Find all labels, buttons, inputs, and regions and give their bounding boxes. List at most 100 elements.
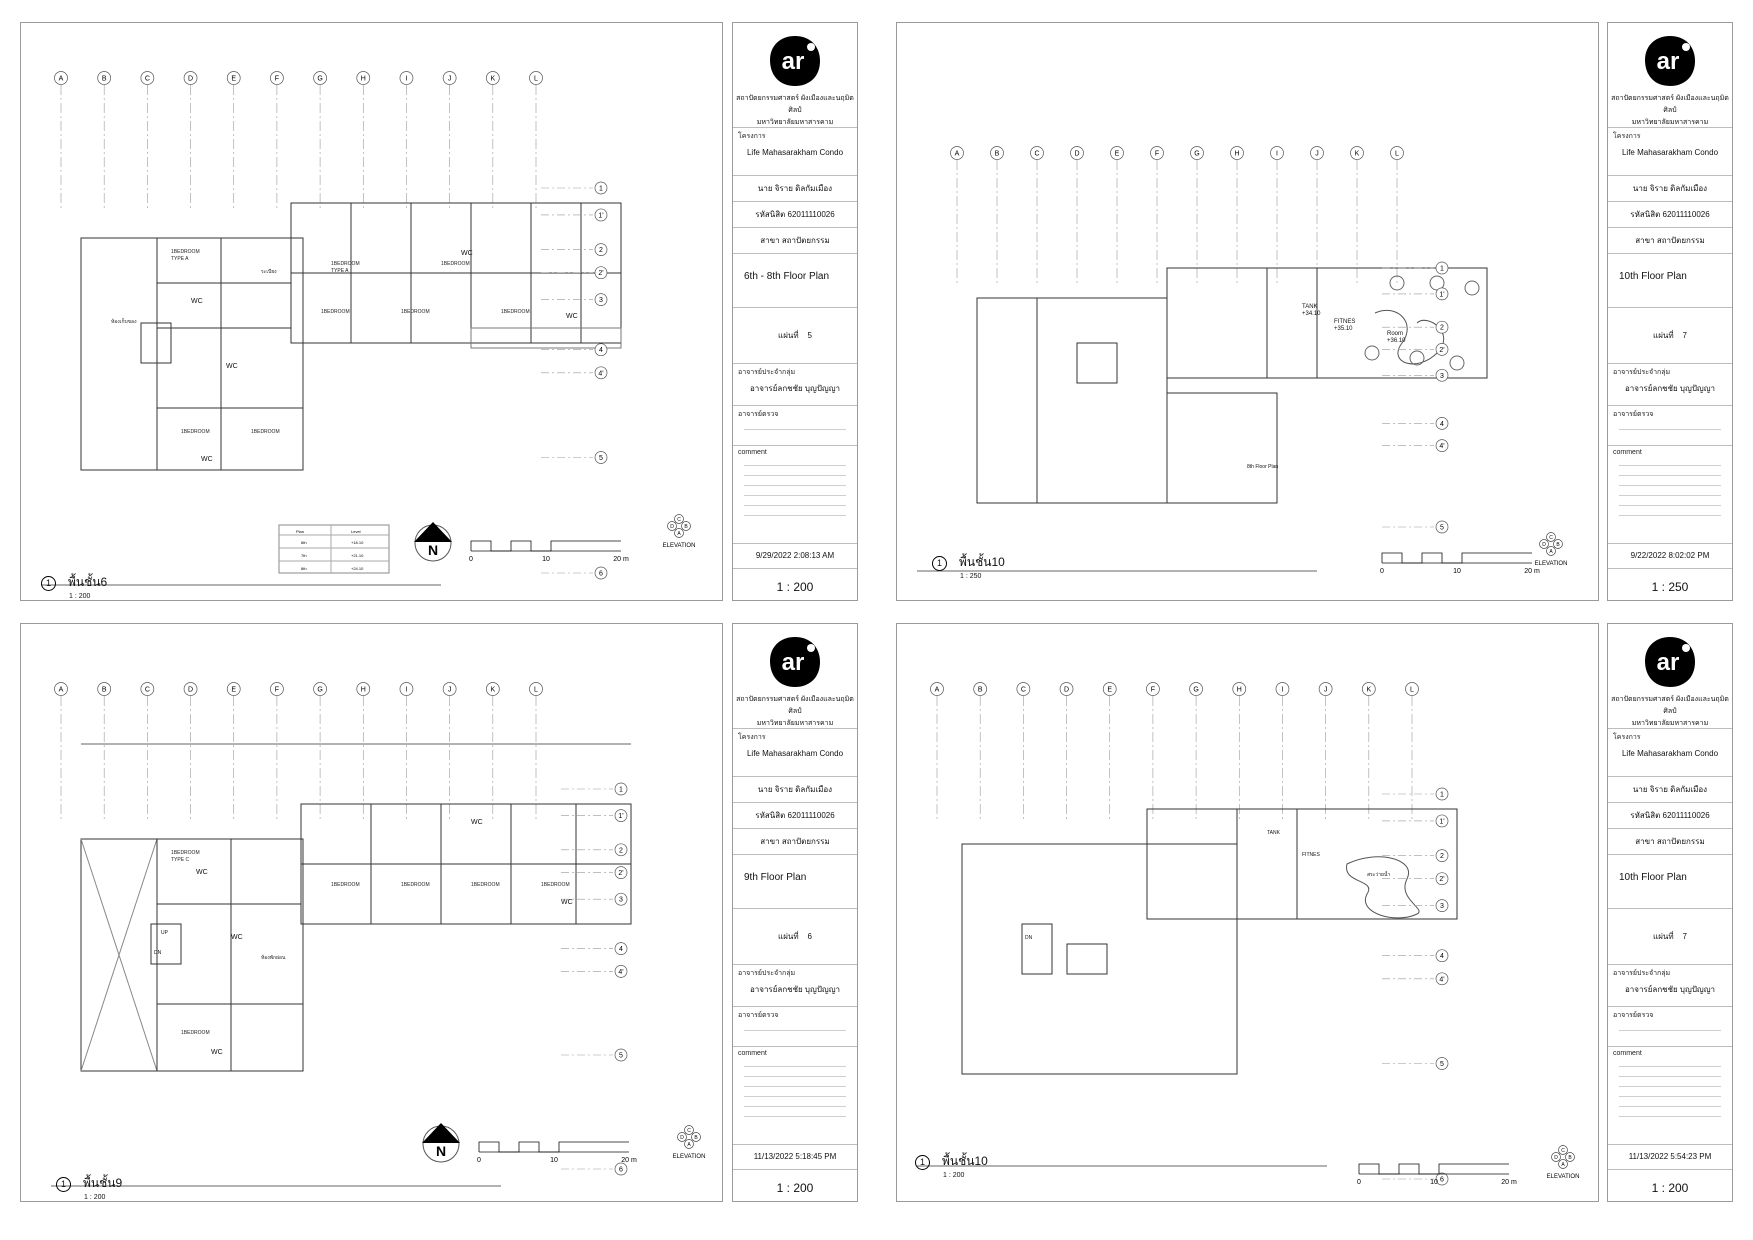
grid-rows: 11'22'344'56 <box>561 782 628 1176</box>
drawing-name: 6th - 8th Floor Plan <box>744 271 830 282</box>
grid-bubble <box>485 71 500 85</box>
grid-bubble <box>399 682 414 696</box>
grid-bubble <box>356 71 371 85</box>
svg-text:20 m: 20 m <box>621 1157 637 1164</box>
project-name: Life Mahasarakham Condo <box>1621 148 1719 157</box>
grid-label: J <box>1315 151 1319 158</box>
grid-label: 4' <box>618 969 623 976</box>
ar-logo-icon: ar <box>770 637 820 687</box>
grid-label: L <box>1395 151 1399 158</box>
grid-bubble <box>1435 287 1449 301</box>
svg-text:C: C <box>687 1128 691 1134</box>
grid-bubble <box>1190 146 1204 160</box>
plan-scale: 1 : 200 <box>69 593 91 600</box>
room-label: ห้องพักผ่อน <box>261 954 286 961</box>
elevation-marker-icon: C D B A ELEVATION <box>1547 1145 1580 1180</box>
grid-bubble <box>614 1162 628 1176</box>
wc-label: WC <box>561 899 573 906</box>
room-label: 1BEDROOM <box>471 882 500 888</box>
grid-bubble <box>1435 787 1449 801</box>
grid-label: K <box>490 687 495 694</box>
grid-bubble <box>313 682 327 696</box>
grid-bubble <box>1435 872 1449 886</box>
department: สาขา สถาปัตยกรรม <box>760 236 830 245</box>
grid-bubble <box>594 266 608 280</box>
room-label: TANK <box>1302 304 1318 310</box>
comment-label: comment <box>1613 449 1642 456</box>
wc-label: WC <box>566 313 578 320</box>
grid-label: 1' <box>1439 291 1444 298</box>
wc-label: WC <box>191 298 203 305</box>
grid-bubble <box>594 566 608 580</box>
institution-line2: มหาวิทยาลัยมหาสารคาม <box>756 119 834 126</box>
grid-bubble <box>313 71 327 85</box>
room-label: 1BEDROOM <box>331 261 360 267</box>
grid-bubble <box>950 146 964 160</box>
room-label: 1BEDROOM <box>251 429 280 435</box>
svg-text:10: 10 <box>542 556 550 563</box>
grid-bubble <box>1350 146 1364 160</box>
grid-label: E <box>1107 687 1112 694</box>
stair-label: UP <box>161 930 169 936</box>
sheet-number: 5 <box>807 331 812 340</box>
grid-label: 1 <box>1440 266 1444 273</box>
project-label: โครงการ <box>1613 133 1641 140</box>
grid-label: 5 <box>619 1053 623 1060</box>
wc-label: WC <box>471 819 483 826</box>
plan-title: พื้นชั้น10 <box>942 1154 988 1168</box>
svg-text:ar: ar <box>782 48 805 75</box>
level-table-cell: 6th <box>301 540 307 545</box>
svg-text:ar: ar <box>1657 48 1680 75</box>
room-label: FITNES <box>1334 319 1355 325</box>
north-arrow-icon: N <box>422 1123 460 1163</box>
wc-label: WC <box>461 250 473 257</box>
grid-label: 5 <box>1440 1061 1444 1068</box>
grid-label: G <box>1193 687 1198 694</box>
grid-rows: 11'22'344'56 <box>1382 261 1449 534</box>
plan-title: พื้นชั้น9 <box>83 1176 123 1190</box>
level-table-cell: 7th <box>301 553 307 558</box>
grid-label: I <box>1281 687 1283 694</box>
grid-rows: 11'22'344'56 <box>541 181 608 580</box>
timestamp: 9/29/2022 2:08:13 AM <box>755 551 835 560</box>
grid-bubble <box>594 293 608 306</box>
timestamp: 11/13/2022 5:18:45 PM <box>753 1152 837 1161</box>
svg-text:20 m: 20 m <box>613 556 629 563</box>
svg-text:10: 10 <box>1430 1179 1438 1186</box>
sheet-label: แผ่นที่ <box>778 331 799 340</box>
svg-text:ar: ar <box>1657 649 1680 676</box>
department: สาขา สถาปัตยกรรม <box>760 837 830 846</box>
sheet-scale: 1 : 200 <box>776 580 814 594</box>
svg-text:ELEVATION: ELEVATION <box>663 543 696 549</box>
grid-label: 2 <box>1440 853 1444 860</box>
grid-label: D <box>1074 151 1079 158</box>
room-label: 1BEDROOM <box>441 261 470 267</box>
grid-bubble <box>485 682 500 696</box>
grid-label: 1 <box>619 787 623 794</box>
grid-bubble <box>1390 146 1404 160</box>
svg-text:ELEVATION: ELEVATION <box>673 1154 706 1160</box>
grid-label: C <box>145 76 150 83</box>
grid-bubble <box>1435 972 1449 986</box>
svg-text:ELEVATION: ELEVATION <box>1547 1174 1580 1180</box>
grid-bubble <box>356 682 371 696</box>
grid-label: F <box>275 76 279 83</box>
grid-label: F <box>1155 151 1159 158</box>
grid-label: L <box>534 76 538 83</box>
scale-bar: 0 10 20 m <box>477 1141 637 1164</box>
comment-label: comment <box>1613 1050 1642 1057</box>
grid-bubble <box>270 71 284 85</box>
grid-bubble <box>1435 814 1449 828</box>
grid-bubble <box>594 451 608 464</box>
sheet-scale: 1 : 200 <box>776 1181 814 1195</box>
svg-text:D: D <box>670 524 674 530</box>
grid-label: E <box>1115 151 1120 158</box>
grid-label: I <box>405 687 407 694</box>
grid-label: I <box>405 76 407 83</box>
advisor-name: อาจารย์ลกชชัย บุญปัญญา <box>749 384 841 393</box>
grid-label: K <box>490 76 495 83</box>
